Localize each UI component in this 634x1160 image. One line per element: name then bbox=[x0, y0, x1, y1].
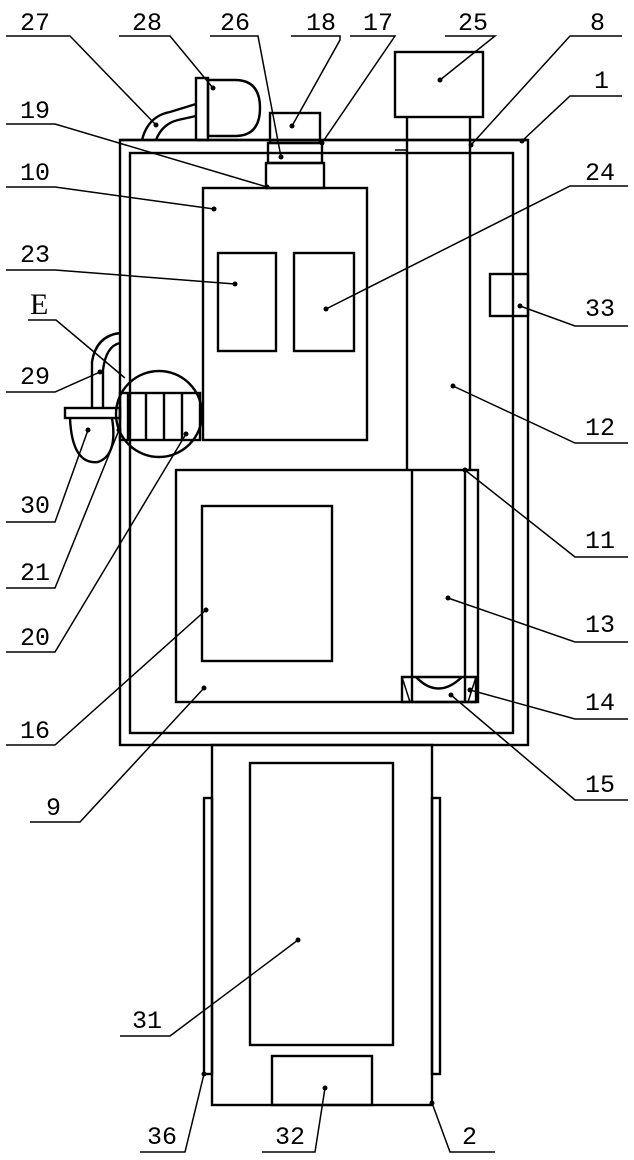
leader-25 bbox=[440, 36, 495, 80]
callout-23: 23 bbox=[20, 241, 50, 270]
lower-chamber bbox=[176, 470, 478, 702]
leader-33-dot bbox=[518, 304, 523, 309]
leader-24-dot bbox=[324, 307, 329, 312]
leader-28 bbox=[119, 36, 213, 88]
callout-20: 20 bbox=[20, 624, 50, 653]
leader-lines: 27 28 26 18 17 25 8 1 19 10 24 23 bbox=[6, 9, 628, 1152]
callout-12: 12 bbox=[585, 414, 615, 443]
leader-17-dot bbox=[320, 141, 325, 146]
callout-31: 31 bbox=[132, 1007, 162, 1036]
leader-20 bbox=[6, 434, 186, 652]
callout-13: 13 bbox=[585, 611, 615, 640]
leader-25-dot bbox=[438, 78, 443, 83]
leader-12-dot bbox=[451, 384, 456, 389]
callout-1: 1 bbox=[594, 67, 609, 96]
callout-16: 16 bbox=[20, 717, 50, 746]
leader-26-dot bbox=[279, 155, 284, 160]
callout-11: 11 bbox=[585, 527, 615, 556]
callout-17: 17 bbox=[363, 9, 393, 38]
leader-2-dot bbox=[430, 1101, 435, 1106]
callout-36: 36 bbox=[147, 1123, 177, 1152]
leader-1-dot bbox=[520, 139, 525, 144]
leader-10 bbox=[6, 187, 214, 209]
leader-23-dot bbox=[233, 282, 238, 287]
leader-24 bbox=[326, 186, 628, 309]
base-module bbox=[204, 745, 440, 1105]
callout-14: 14 bbox=[585, 689, 615, 718]
leader-8-dot bbox=[469, 143, 474, 148]
leader-18-dot bbox=[290, 124, 295, 129]
leader-31-dot bbox=[296, 938, 301, 943]
callout-25: 25 bbox=[458, 9, 488, 38]
leader-9-dot bbox=[202, 686, 207, 691]
leader-13-dot bbox=[446, 596, 451, 601]
callout-29: 29 bbox=[20, 363, 50, 392]
callout-E: E bbox=[30, 288, 48, 321]
leader-19-dot bbox=[265, 185, 270, 190]
callout-19: 19 bbox=[20, 97, 50, 126]
callout-26: 26 bbox=[220, 9, 250, 38]
callout-33: 33 bbox=[585, 295, 615, 324]
leader-16-dot bbox=[204, 608, 209, 613]
callout-32: 32 bbox=[275, 1123, 305, 1152]
callout-10: 10 bbox=[20, 159, 50, 188]
callout-8: 8 bbox=[590, 9, 605, 38]
callout-28: 28 bbox=[132, 9, 162, 38]
inner-chamber bbox=[203, 188, 367, 440]
side-block bbox=[490, 274, 528, 316]
callout-30: 30 bbox=[20, 492, 50, 521]
callout-2: 2 bbox=[462, 1123, 477, 1152]
leader-11-dot bbox=[463, 468, 468, 473]
leader-10-dot bbox=[212, 207, 217, 212]
leader-21-dot bbox=[117, 428, 122, 433]
leader-1 bbox=[522, 96, 622, 141]
leader-28-dot bbox=[211, 86, 216, 91]
callout-27: 27 bbox=[20, 9, 50, 38]
leader-29-dot bbox=[98, 370, 103, 375]
callout-18: 18 bbox=[306, 9, 336, 38]
leader-15-dot bbox=[449, 693, 454, 698]
callout-21: 21 bbox=[20, 559, 50, 588]
leader-36-dot bbox=[202, 1072, 207, 1077]
vertical-duct bbox=[395, 52, 483, 470]
callout-9: 9 bbox=[46, 794, 61, 823]
leader-14-dot bbox=[468, 688, 473, 693]
leader-30-dot bbox=[86, 428, 91, 433]
callout-15: 15 bbox=[585, 771, 615, 800]
callout-24: 24 bbox=[585, 159, 615, 188]
leader-32-dot bbox=[323, 1086, 328, 1091]
leader-27-dot bbox=[154, 123, 159, 128]
leader-20-dot bbox=[184, 432, 189, 437]
fan-assembly bbox=[142, 78, 260, 140]
